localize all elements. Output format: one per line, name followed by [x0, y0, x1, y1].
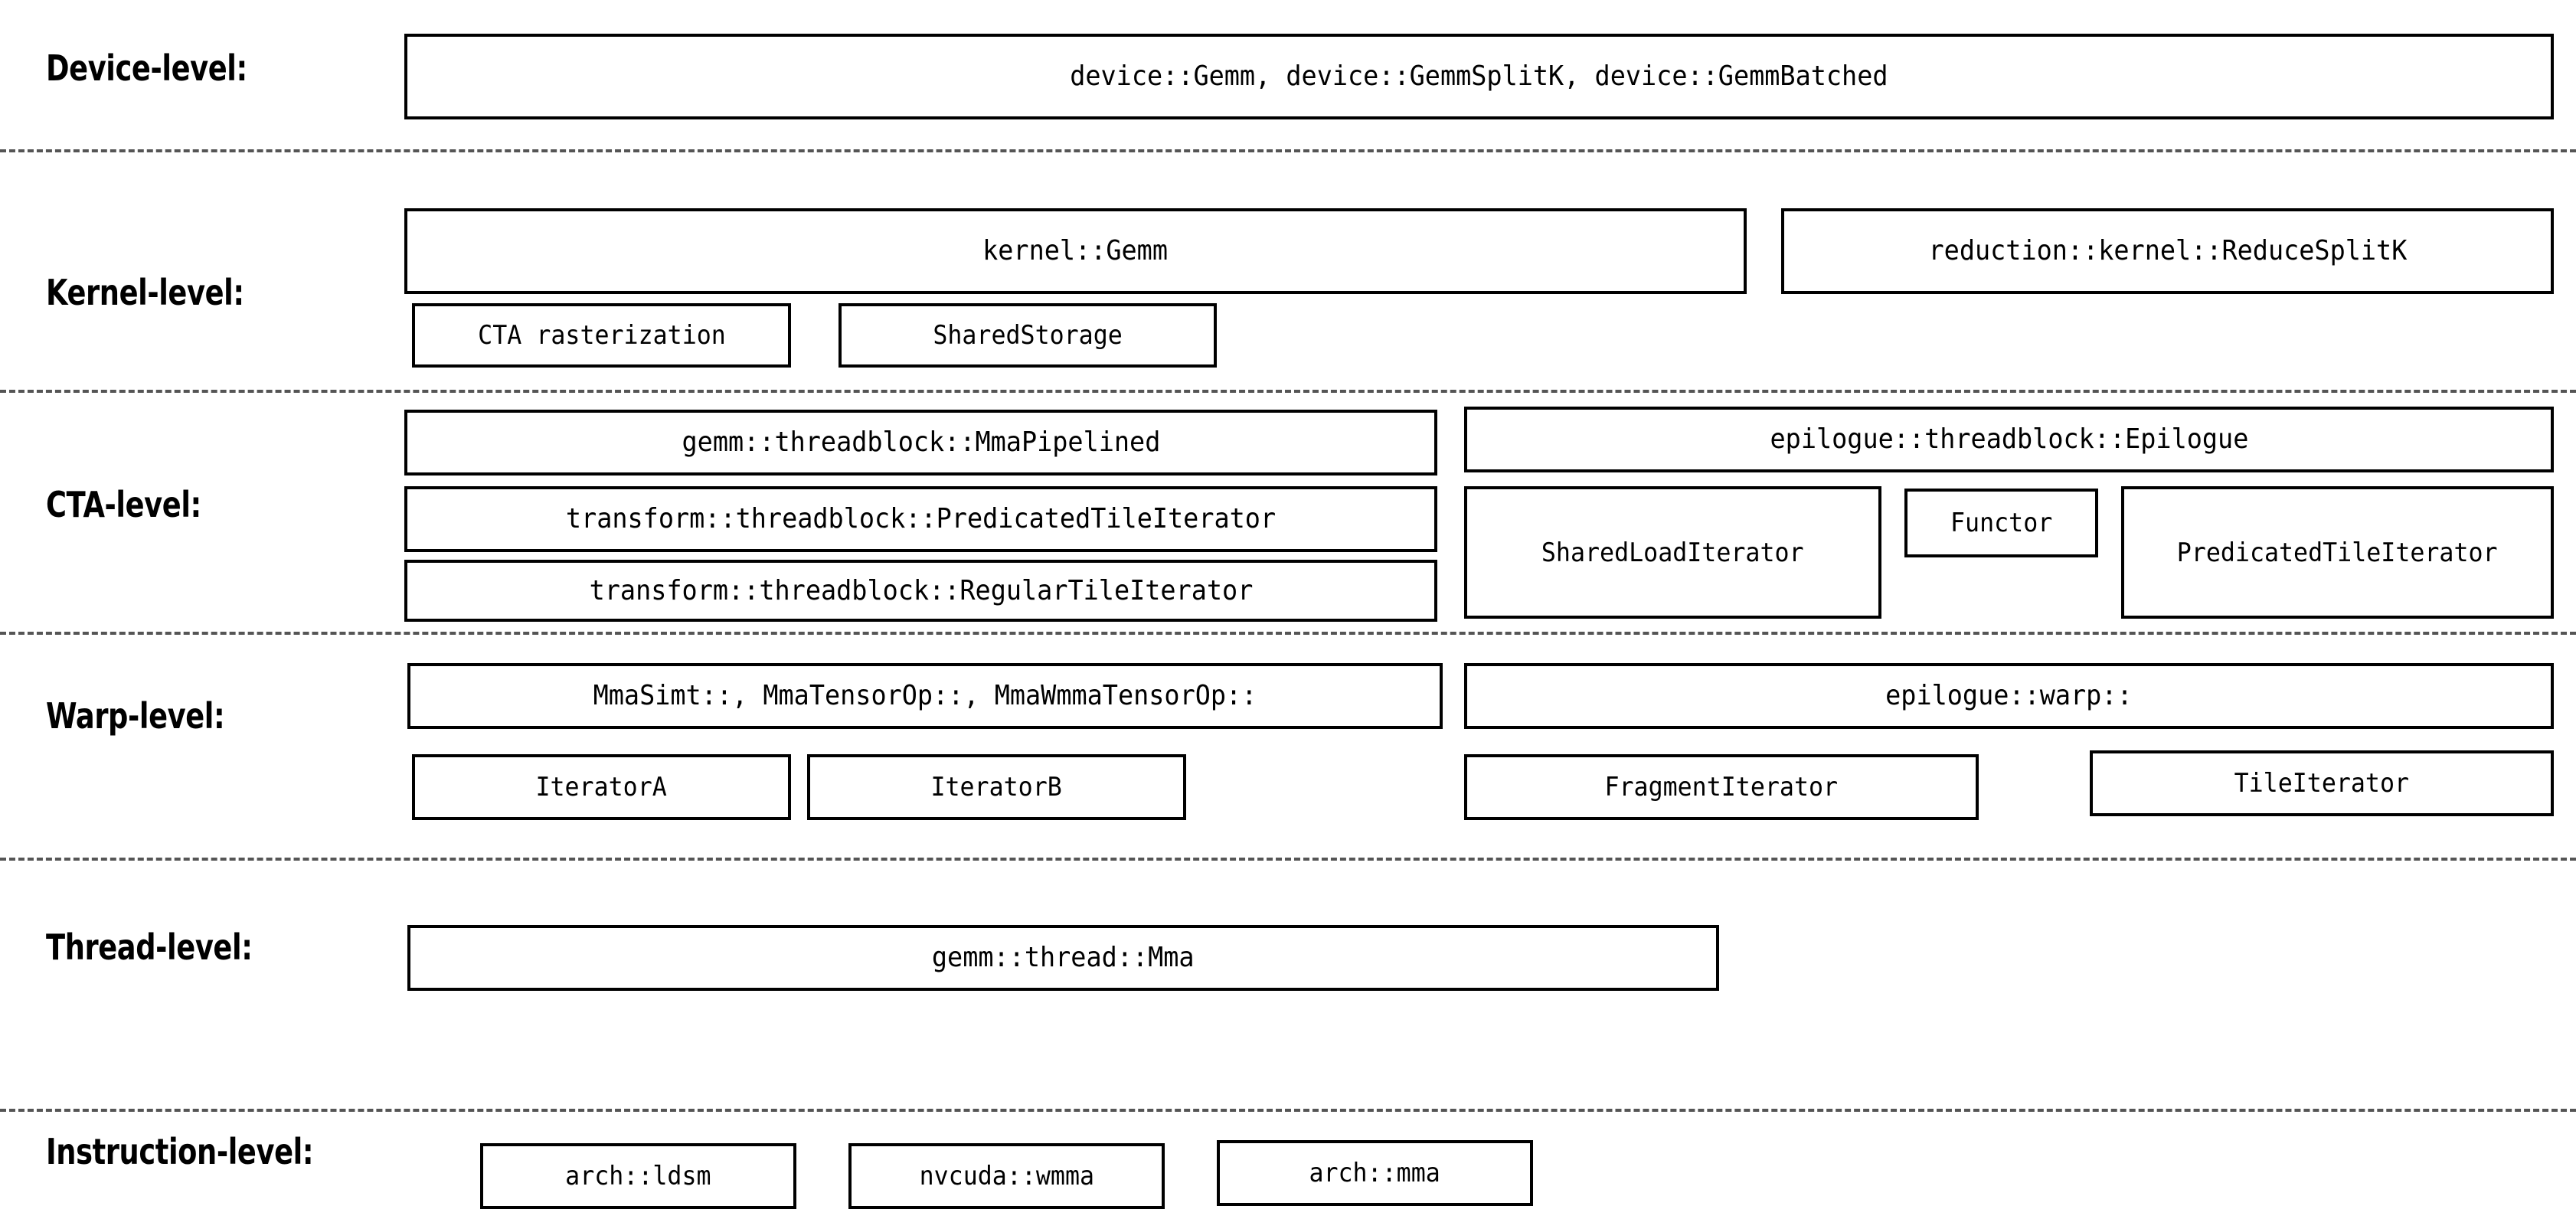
box-device-gemm[interactable]: device::Gemm, device::GemmSplitK, device… [404, 34, 2554, 119]
box-arch-ldsm[interactable]: arch::ldsm [480, 1143, 796, 1209]
box-label: transform::threadblock::RegularTileItera… [589, 574, 1253, 606]
divider-device-kernel [0, 149, 2576, 152]
level-label-cta: CTA-level: [46, 484, 201, 525]
box-label: gemm::thread::Mma [932, 942, 1195, 973]
box-arch-mma[interactable]: arch::mma [1217, 1140, 1533, 1206]
box-label: SharedStorage [933, 320, 1123, 351]
box-transform-threadblock-regulartileiterator[interactable]: transform::threadblock::RegularTileItera… [404, 560, 1437, 622]
box-warp-mma-ops[interactable]: MmaSimt::, MmaTensorOp::, MmaWmmaTensorO… [407, 663, 1443, 729]
box-label: transform::threadblock::PredicatedTileIt… [565, 503, 1277, 534]
box-label: MmaSimt::, MmaTensorOp::, MmaWmmaTensorO… [593, 680, 1257, 711]
box-transform-threadblock-predicatedtileiterator[interactable]: transform::threadblock::PredicatedTileIt… [404, 486, 1437, 552]
divider-kernel-cta [0, 390, 2576, 393]
box-label: CTA rasterization [477, 320, 726, 351]
divider-cta-warp [0, 632, 2576, 635]
box-label: arch::mma [1309, 1158, 1441, 1188]
box-label: arch::ldsm [565, 1161, 711, 1191]
box-reduction-kernel-reducesplitk[interactable]: reduction::kernel::ReduceSplitK [1781, 208, 2554, 294]
box-label: SharedLoadIterator [1541, 537, 1804, 568]
box-label: TileIterator [2234, 768, 2410, 799]
box-label: epilogue::warp:: [1885, 680, 2133, 711]
box-sharedstorage[interactable]: SharedStorage [839, 303, 1217, 368]
box-label: device::Gemm, device::GemmSplitK, device… [1070, 60, 1888, 92]
box-label: IteratorB [930, 772, 1063, 802]
box-epilogue-threadblock-epilogue[interactable]: epilogue::threadblock::Epilogue [1464, 407, 2554, 472]
level-label-device: Device-level: [46, 47, 247, 89]
box-label: epilogue::threadblock::Epilogue [1770, 423, 2248, 455]
box-gemm-threadblock-mmapipelined[interactable]: gemm::threadblock::MmaPipelined [404, 410, 1437, 476]
box-functor[interactable]: Functor [1904, 489, 2098, 557]
box-label: nvcuda::wmma [919, 1161, 1094, 1191]
box-label: gemm::threadblock::MmaPipelined [682, 426, 1160, 458]
level-label-warp: Warp-level: [46, 695, 225, 737]
box-label: reduction::kernel::ReduceSplitK [1928, 235, 2407, 266]
box-epilogue-warp[interactable]: epilogue::warp:: [1464, 663, 2554, 729]
box-label: IteratorA [535, 772, 668, 802]
box-label: Functor [1950, 508, 2053, 538]
box-label: PredicatedTileIterator [2177, 537, 2498, 568]
divider-warp-thread [0, 858, 2576, 861]
level-label-instruction: Instruction-level: [46, 1131, 314, 1172]
box-sharedloaditerator[interactable]: SharedLoadIterator [1464, 486, 1881, 619]
box-cta-rasterization[interactable]: CTA rasterization [412, 303, 791, 368]
box-gemm-thread-mma[interactable]: gemm::thread::Mma [407, 925, 1719, 991]
box-iterator-b[interactable]: IteratorB [807, 754, 1186, 820]
box-epilogue-predicatedtileiterator[interactable]: PredicatedTileIterator [2121, 486, 2554, 619]
box-nvcuda-wmma[interactable]: nvcuda::wmma [848, 1143, 1165, 1209]
box-kernel-gemm[interactable]: kernel::Gemm [404, 208, 1747, 294]
divider-thread-instruction [0, 1109, 2576, 1112]
box-label: FragmentIterator [1604, 772, 1839, 802]
level-label-kernel: Kernel-level: [46, 272, 244, 313]
box-label: kernel::Gemm [982, 235, 1169, 266]
box-fragmentiterator[interactable]: FragmentIterator [1464, 754, 1979, 820]
box-iterator-a[interactable]: IteratorA [412, 754, 791, 820]
level-label-thread: Thread-level: [46, 927, 253, 968]
box-tileiterator[interactable]: TileIterator [2090, 750, 2554, 816]
